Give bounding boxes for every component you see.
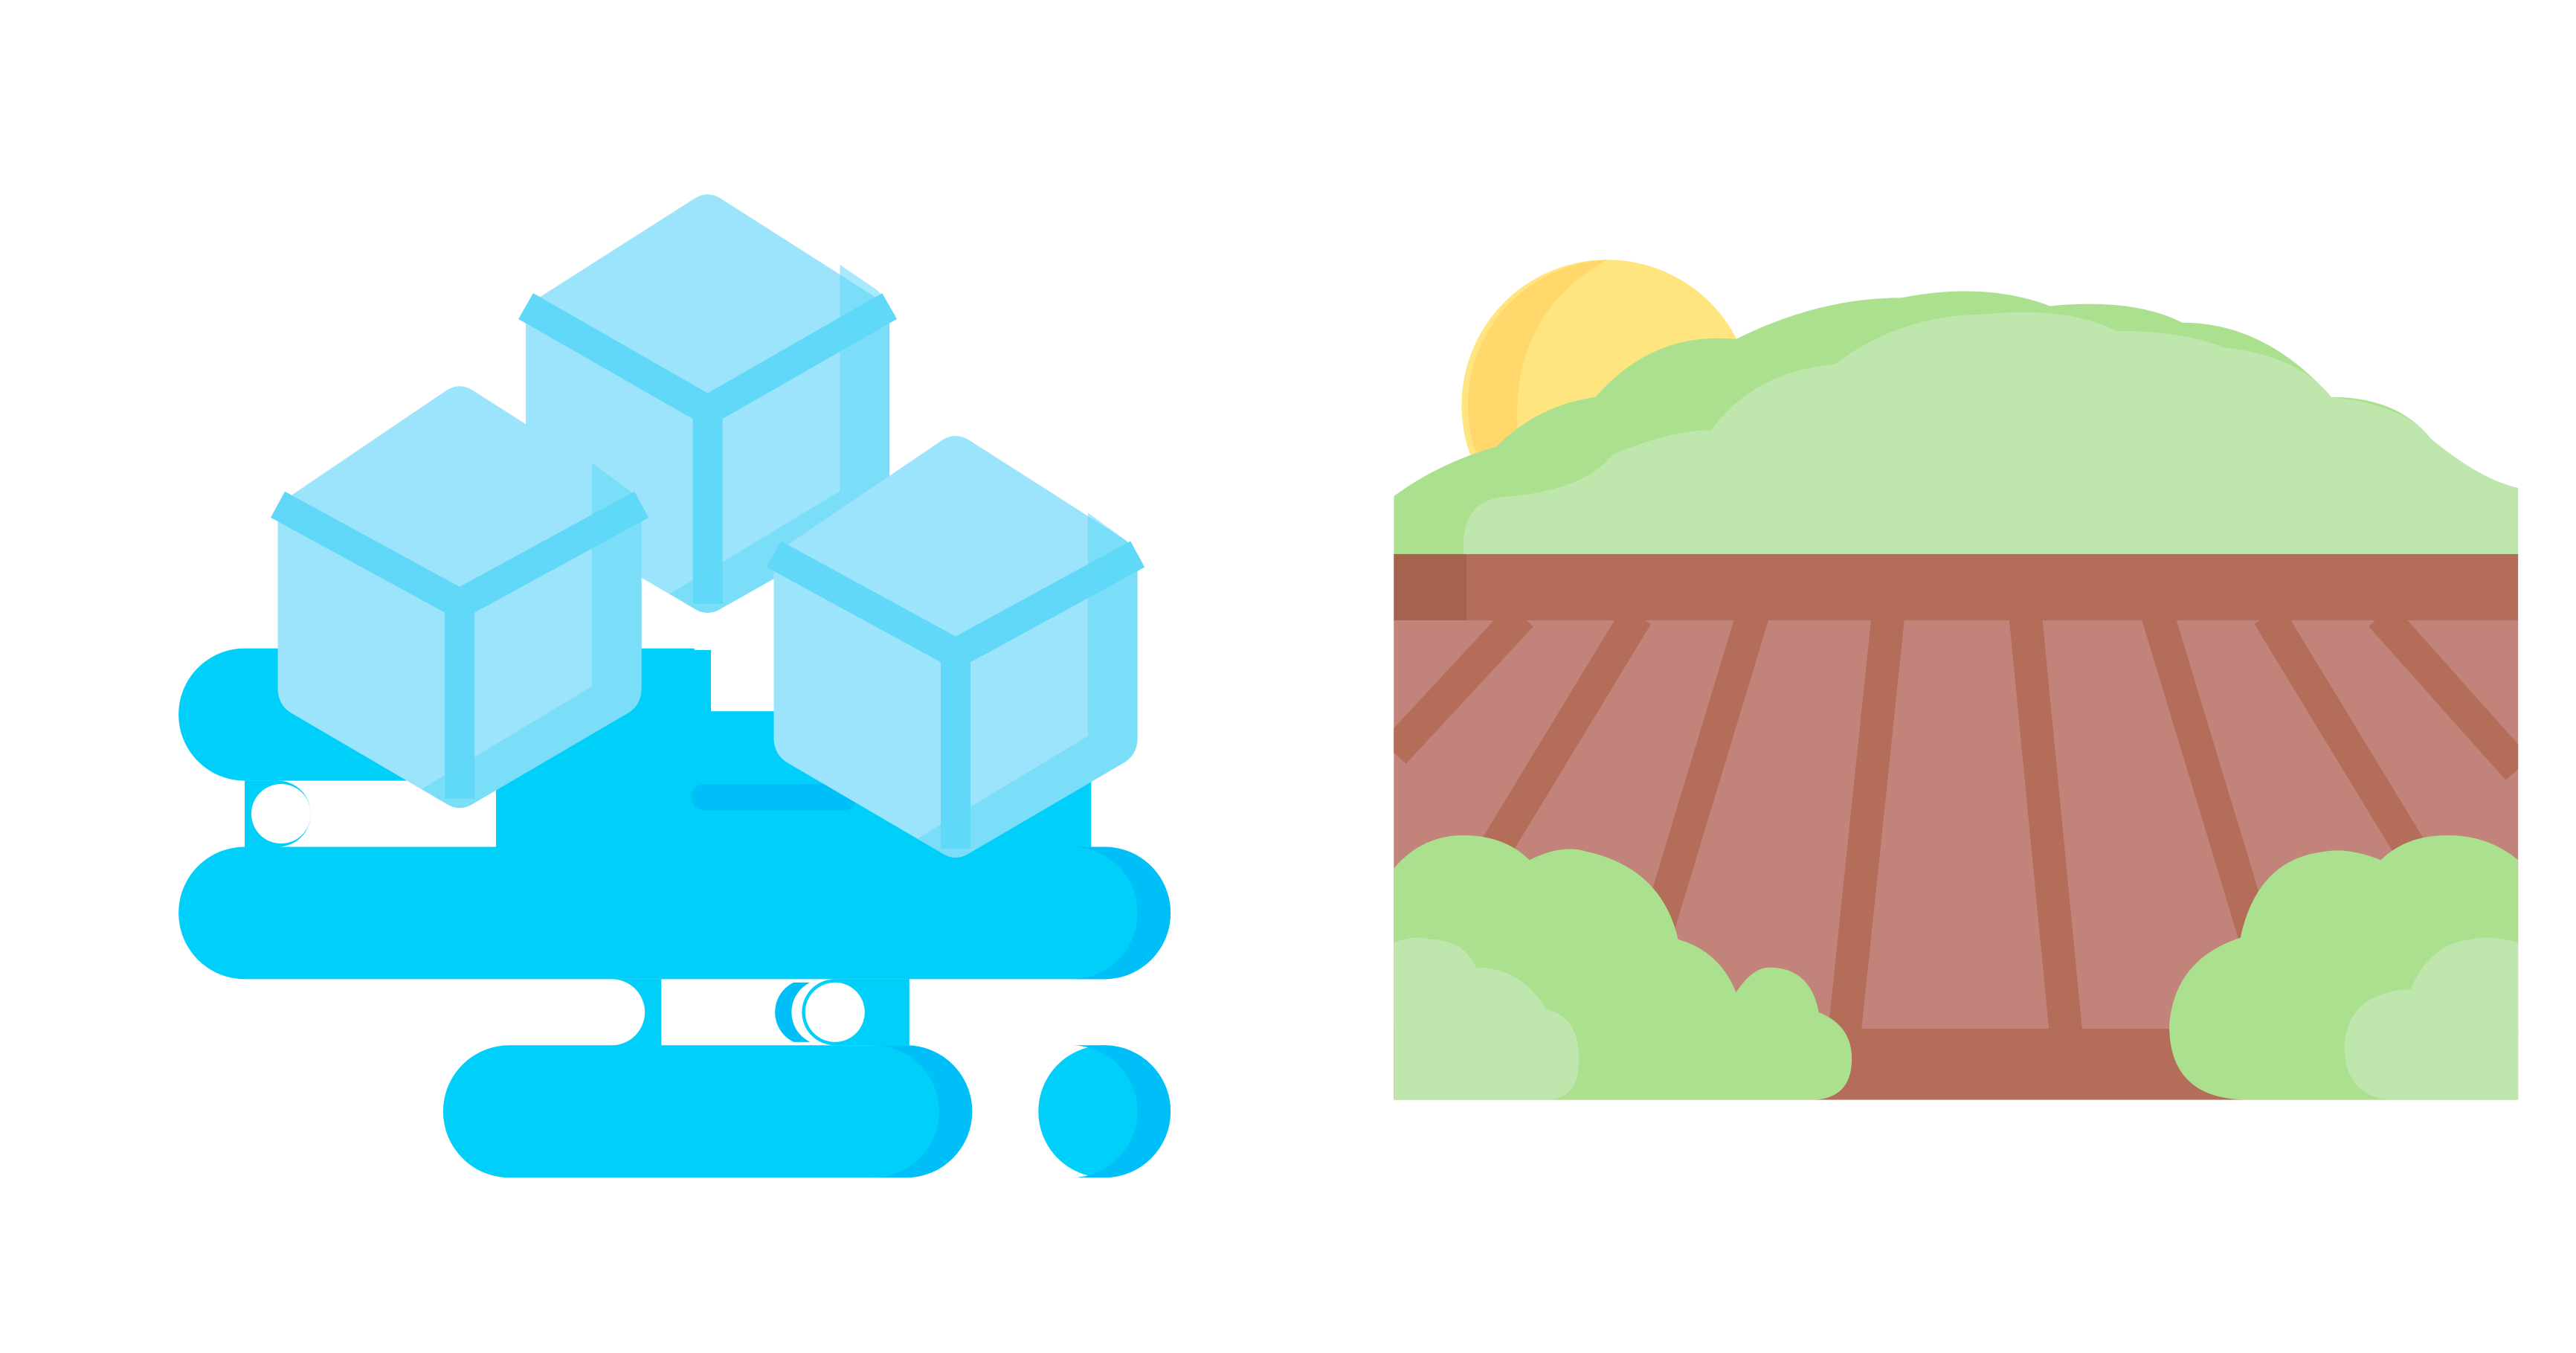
- bush-left: [1394, 835, 1852, 1100]
- bush-right: [2169, 835, 2519, 1100]
- water-shading: [691, 784, 1171, 1178]
- hedge-back: [1394, 291, 2519, 563]
- ice-cube-left: [270, 386, 649, 809]
- ice-cube-right: [766, 436, 1145, 858]
- ice-cubes-melting-icon: [178, 194, 1171, 1178]
- plowed-field-icon: [1394, 260, 2519, 1100]
- water-gaps: [251, 784, 865, 1042]
